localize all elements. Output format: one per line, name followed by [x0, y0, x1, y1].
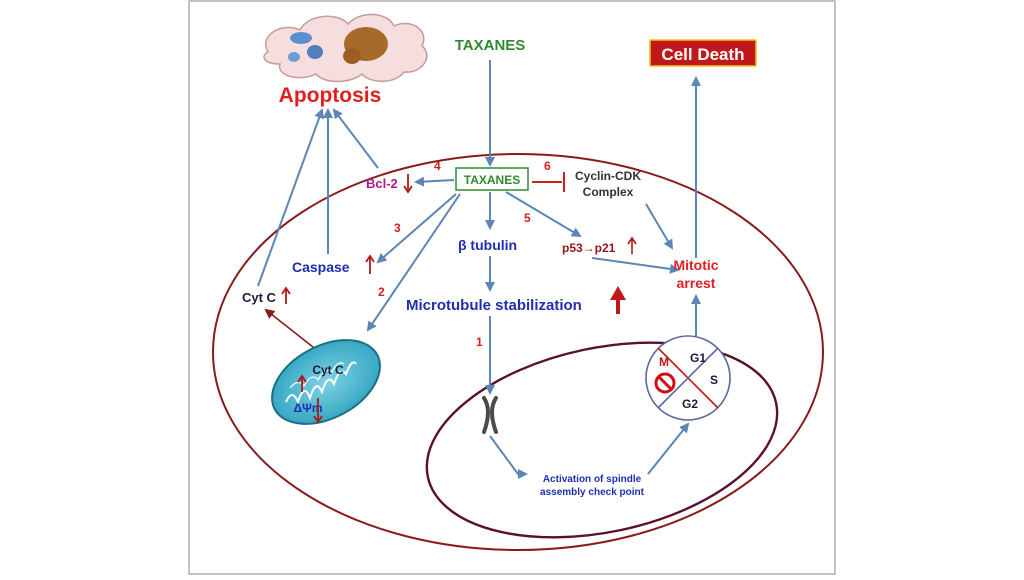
taxane-mechanism-diagram: Cell Death TAXANES Apoptosis TAXANES [188, 0, 836, 575]
p53-p21-label: p53→p21 [562, 241, 616, 255]
cell-death-label: Cell Death [661, 45, 744, 64]
diagram-frame: Cell Death TAXANES Apoptosis TAXANES [188, 0, 836, 575]
spindle-line2-label: assembly check point [540, 487, 645, 498]
arrow-taxanes-to-caspase [376, 193, 457, 264]
bcl2-down-arrow [403, 174, 413, 194]
taxanes-outside-label: TAXANES [455, 37, 526, 54]
arrow-taxanes-to-p53 [505, 191, 582, 238]
taxanes-box-label: TAXANES [464, 173, 520, 187]
step-1-label: 1 [476, 335, 483, 349]
arrow-cyclin-to-mitotic-arrest [645, 203, 674, 250]
apoptotic-cell-icon [263, 13, 428, 83]
cell-membrane [212, 153, 824, 551]
caspase-label: Caspase [292, 259, 350, 275]
cytc-outer-label: Cyt C [242, 290, 277, 305]
cytc-up-arrow [281, 286, 291, 304]
inhibit-cyclin-symbol [532, 172, 565, 192]
arrow-p53-to-mitotic-arrest [591, 257, 680, 274]
taxanes-box [455, 167, 529, 191]
phase-g2-label: G2 [682, 397, 698, 411]
mitotic-line2-label: arrest [677, 275, 716, 291]
arrow-bcl2-to-apoptosis [332, 108, 379, 169]
outer-border [188, 0, 836, 575]
mitotic-line1-label: Mitotic [673, 257, 718, 273]
phase-s-label: S [710, 373, 718, 387]
nucleus-membrane [425, 341, 779, 539]
spindle-line1-label: Activation of spindle [543, 474, 642, 485]
cell-cycle-wheel [645, 335, 731, 421]
step-4-label: 4 [434, 159, 441, 173]
delta-psi-label: ΔΨm [293, 401, 322, 415]
caspase-up-arrow [365, 254, 375, 274]
cyclin-line2-label: Complex [583, 185, 634, 199]
step-5-label: 5 [524, 211, 531, 225]
phase-g1-label: G1 [690, 351, 706, 365]
arrow-taxanes-to-bcl2 [414, 176, 455, 187]
beta-tubulin-label: β tubulin [458, 237, 517, 253]
step-3-label: 3 [394, 221, 401, 235]
microtubule-up-arrow [610, 286, 626, 314]
step-2-label: 2 [378, 285, 385, 299]
apoptosis-label: Apoptosis [279, 84, 382, 107]
cytc-inner-label: Cyt C [312, 363, 344, 377]
arrow-group-blue [257, 60, 701, 479]
bcl2-label: Bcl-2 [366, 176, 398, 191]
mito-arrows [297, 374, 323, 424]
mitochondrion-icon [271, 339, 381, 425]
arrow-chromosome-to-spindle [489, 435, 528, 479]
microtubule-label: Microtubule stabilization [406, 297, 582, 314]
arrow-spindle-to-cycle [647, 422, 690, 475]
step-6-label: 6 [544, 159, 551, 173]
arrow-taxanes-to-mitochondria [366, 193, 461, 332]
chromosome-icon [482, 396, 498, 434]
p21-up-arrow [627, 236, 637, 254]
blocked-m-phase-icon [654, 372, 676, 394]
cyclin-line1-label: Cyclin-CDK [575, 169, 641, 183]
phase-m-label: M [659, 355, 669, 369]
arrow-cytc-to-apoptosis [257, 108, 324, 287]
cell-death-box [649, 39, 757, 67]
